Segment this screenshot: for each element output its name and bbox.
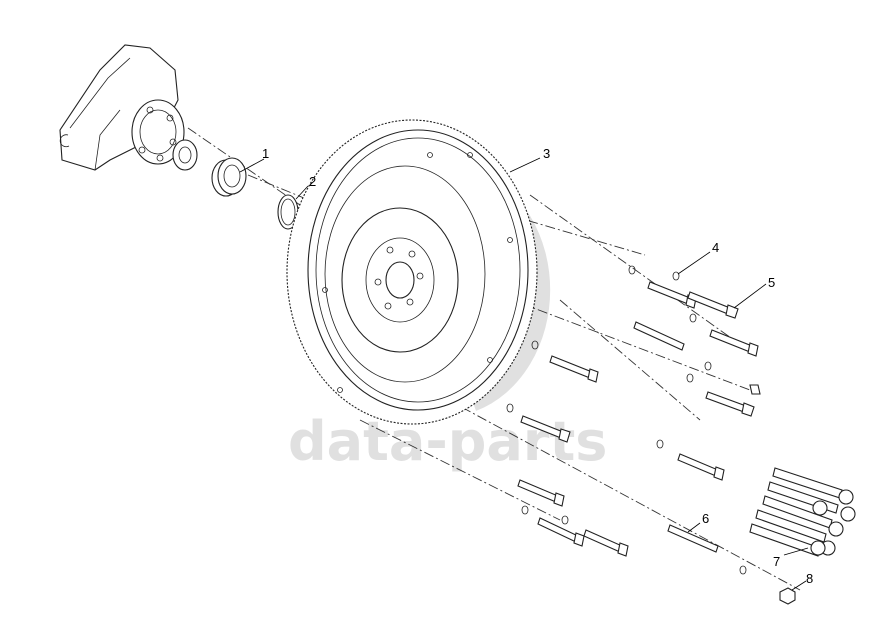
callout-3: 3	[543, 146, 550, 161]
flywheel	[286, 119, 538, 425]
callout-7: 7	[773, 554, 780, 569]
crank-housing	[59, 44, 198, 171]
bolts	[517, 281, 761, 557]
callout-2: 2	[309, 174, 316, 189]
nut	[779, 587, 796, 605]
studs	[633, 321, 719, 553]
long-bolt-cluster	[749, 467, 856, 557]
watermark-text: data-parts	[288, 410, 607, 473]
callout-1: 1	[262, 146, 269, 161]
washers	[506, 265, 747, 575]
callout-labels: 1 2 3 4 5 6 7 8	[262, 146, 813, 586]
leader-lines	[239, 157, 809, 591]
callout-6: 6	[702, 511, 709, 526]
callout-8: 8	[806, 571, 813, 586]
callout-5: 5	[768, 275, 775, 290]
bearing	[211, 157, 247, 197]
callout-4: 4	[712, 240, 719, 255]
